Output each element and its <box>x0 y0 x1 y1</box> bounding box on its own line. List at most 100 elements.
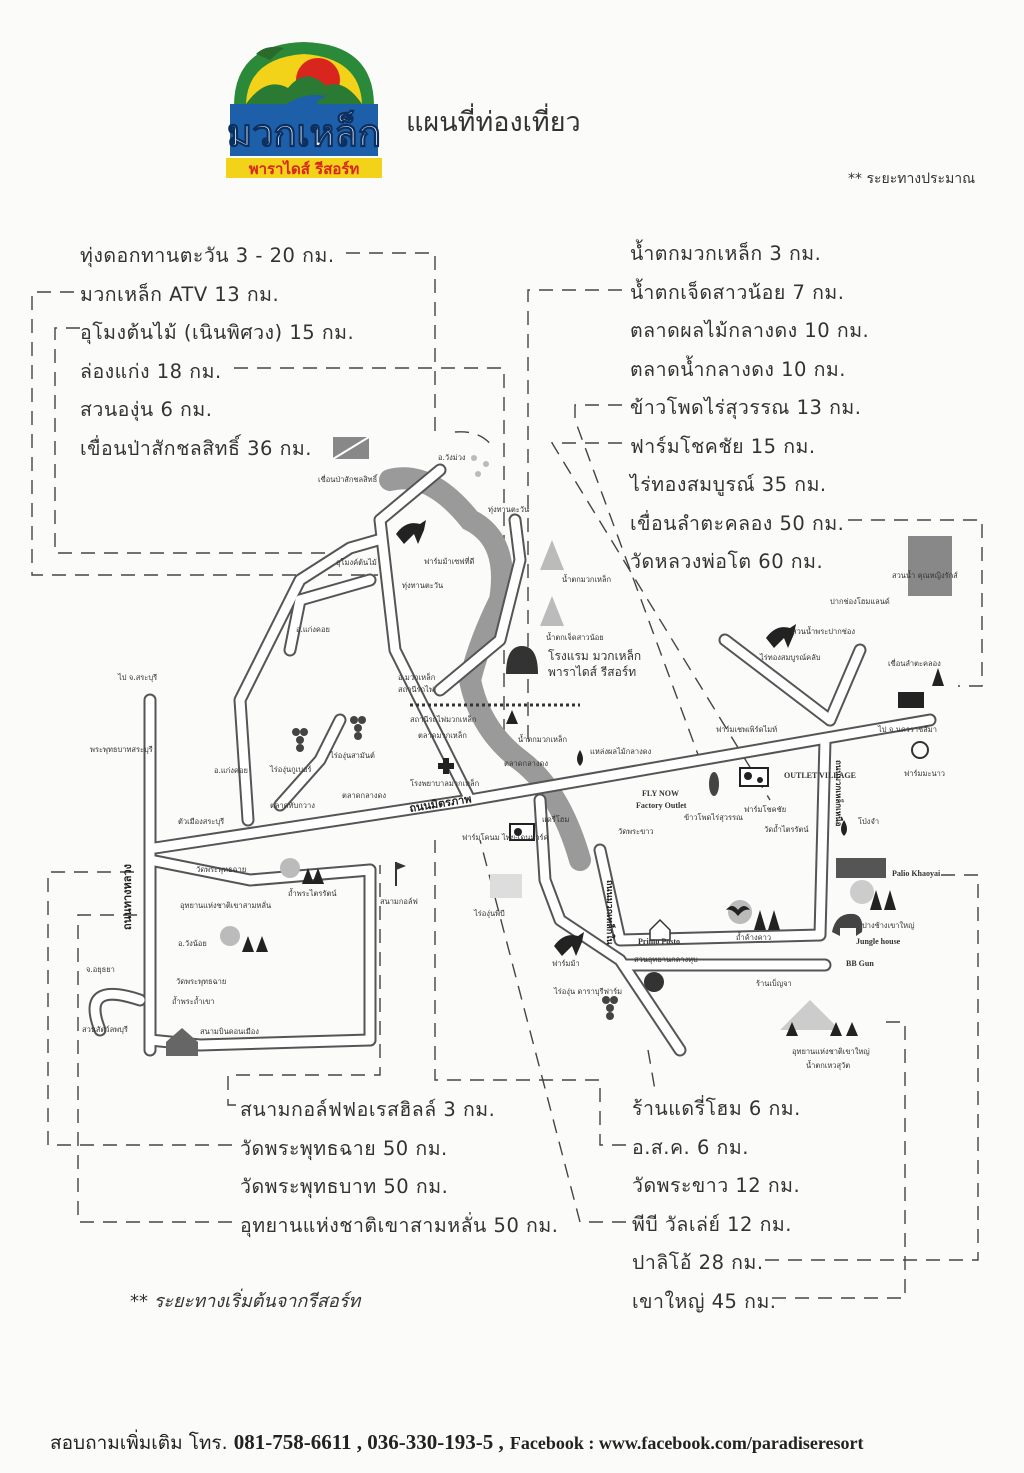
label-muaklek-station: สถานีรถไฟ <box>398 685 434 694</box>
label-pakchong-park: สวนน้ำพระปากช่อง <box>792 626 855 636</box>
grape-icon-2 <box>350 716 366 740</box>
label-kaeng-khoi-2: อ.แก่งคอย <box>214 766 248 775</box>
label-lam-ta-khong: เขื่อนลำตะคลอง <box>888 658 941 668</box>
resort-map-label-2: พาราไดส์ รีสอร์ท <box>548 665 636 679</box>
svg-text:มวกเหล็ก: มวกเหล็ก <box>227 110 381 155</box>
leader-lam-ta-khong <box>848 519 983 687</box>
destination-item: ปาลิโอ้ 28 กม. <box>632 1251 764 1274</box>
leader-lines <box>31 252 983 1299</box>
bat-icon <box>726 906 750 916</box>
label-chokchai-farm: ฟาร์มโชคชัย <box>744 805 786 814</box>
destination-item: เขาใหญ่ 45 กม. <box>632 1289 777 1313</box>
distance-start-note: ** ระยะทางเริ่มต้นจากรีสอร์ท <box>130 1291 361 1312</box>
destination-item: วัดพระขาว 12 กม. <box>632 1174 801 1197</box>
tree-cluster-icon-2 <box>220 926 268 952</box>
destination-item: เขื่อนลำตะคลอง 50 กม. <box>630 511 845 535</box>
label-grape-2: ไร่องุ่นสามันต์ <box>329 751 375 760</box>
grape-icon <box>292 728 308 752</box>
label-klang-dong: ตลาดกลางดง <box>342 791 386 800</box>
destination-item: อุโมงต้นไม้ (เนินพิศวง) 15 กม. <box>80 321 355 344</box>
label-kaeng-khoi: อ.แก่งคอย <box>296 625 330 634</box>
tree-cluster-icon-3 <box>728 900 780 930</box>
label-khao-yai-park: อุทยานแห่งชาติเขาใหญ่ <box>792 1047 870 1056</box>
label-tree-tunnel: อุโมงค์ต้นไม้ <box>336 558 377 567</box>
contact-phones: 081-758-6611 , 036-330-193-5 , <box>233 1430 504 1454</box>
label-sunflower-2: ทุ่งทานตะวัน <box>402 581 443 590</box>
tree-icon-2 <box>932 668 944 686</box>
label-tham-khangkhao: ถ้ำพระไตรรัตน์ <box>288 888 337 898</box>
mountain-icon-3 <box>780 1000 858 1036</box>
label-khao-samlan: อุทยานแห่งชาติเขาสามหลั่น <box>180 900 271 910</box>
destination-item: ตลาดน้ำกลางดง 10 กม. <box>630 357 846 381</box>
label-fruit-market: แหล่งผลไม้กลางดง <box>590 747 652 756</box>
resort-logo: มวกเหล็ก พาราไดส์ รีสอร์ท <box>226 36 382 180</box>
elephant-icon <box>832 913 863 936</box>
drop-icon-2 <box>841 820 847 836</box>
picnic-icon <box>898 692 924 708</box>
facebook-link[interactable]: Facebook : www.facebook.com/paradisereso… <box>509 1433 864 1453</box>
leader-phutthachai <box>47 871 232 1146</box>
leader-wangmuang <box>454 431 493 447</box>
palio-building-icon <box>836 858 886 878</box>
destination-item: มวกเหล็ก ATV 13 กม. <box>80 282 280 306</box>
label-bamboo-market: ตลาดทับกวาง <box>270 801 315 810</box>
label-outlet-village: OUTLET VILLAGE <box>784 771 856 780</box>
label-muaklek-district: อ.มวกเหล็ก <box>398 672 435 682</box>
rose-icon <box>644 972 664 992</box>
label-wang-muang: อ.วังม่วง <box>438 453 466 462</box>
resort-map-label-1: โรงแรม มวกเหล็ก <box>548 648 641 663</box>
map-place-labels: เขื่อนป่าสักชลสิทธิ์ อ.วังม่วง ทุ่งทานตะ… <box>82 453 958 1070</box>
horse-icon-2 <box>766 624 796 648</box>
corn-icon <box>709 772 719 796</box>
label-wang-yai: อ.วังน้อย <box>178 939 207 948</box>
label-sai-noi: โป่งจำ <box>858 817 879 826</box>
destination-item: เขื่อนป่าสักชลสิทธิ์ 36 กม. <box>80 436 312 460</box>
label-hospital: โรงพยาบาลมวกเหล็ก <box>410 778 479 788</box>
map-icons <box>166 436 952 1056</box>
destination-item: สนามกอล์ฟฟอเรสฮิลล์ 3 กม. <box>240 1098 496 1121</box>
road-muaklek-north: ถนนมวกเหล็กเหนือ <box>834 760 845 827</box>
label-ban-sabai: ร้านเบ็ญจา <box>756 978 792 988</box>
label-to-nakhonratchasima: ไป จ.นครราชสีมา <box>877 725 937 734</box>
label-bat-cave: ถ้ำค้างคาว <box>736 932 771 942</box>
distance-approx-note: ** ระยะทางประมาณ <box>848 171 976 187</box>
destination-item: วัดพระพุทธบาท 50 กม. <box>240 1175 449 1198</box>
leader-corn <box>574 404 701 761</box>
destinations-top-left: ทุ่งดอกทานตะวัน 3 - 20 กม. มวกเหล็ก ATV … <box>80 240 354 471</box>
destination-item: พีบี วัลเล่ย์ 12 กม. <box>632 1212 792 1236</box>
label-chan-lake: สนามบินดอนเมือง <box>200 1027 259 1036</box>
destinations-bottom-right: ร้านแดรี่โฮม 6 กม. อ.ส.ค. 6 กม. วัดพระขา… <box>632 1093 801 1324</box>
label-fly-now: FLY NOW <box>642 789 679 798</box>
resort-marker-icon <box>506 646 538 674</box>
destination-item: อ.ส.ค. 6 กม. <box>632 1135 749 1159</box>
destination-item: ล่องแก่ง 18 กม. <box>80 359 222 383</box>
pasak-river <box>379 467 591 871</box>
label-grape-farm: ไร่องุ่น ดาราบุรีฟาร์ม <box>553 987 622 996</box>
house-icon <box>649 918 671 941</box>
swirl-icon <box>911 741 929 759</box>
label-chet-sao: น้ำตกเจ็ดสาวน้อย <box>546 632 604 642</box>
label-factory-outlet: Factory Outlet <box>636 801 687 810</box>
label-to-saraburi: ไป จ.สระบุรี <box>117 673 157 682</box>
golf-flag-icon <box>395 862 406 886</box>
destination-item: ร้านแดรี่โฮม 6 กม. <box>632 1097 801 1120</box>
label-muaklek-waterfall: น้ำตกมวกเหล็ก <box>562 574 611 584</box>
tree-cluster-icon <box>280 858 324 884</box>
mountain-icon <box>540 540 564 570</box>
label-phra-khao: วัดพระขาว <box>618 827 654 836</box>
label-klang-dong-2: ตลาดกลางดง <box>504 759 548 768</box>
label-farm-thai-denmark: ฟาร์มโคนม ไทย-เดนมาร์ค <box>462 833 549 842</box>
leader-dairy <box>434 840 626 1146</box>
label-luangpho-to: สวนน้ำ คุณหญิงรักส์ <box>892 570 958 580</box>
label-swiss-sheep: ฟาร์มเชพเพิร์ดไมท์ <box>716 725 777 734</box>
cow-icon-2 <box>509 823 535 841</box>
label-jungle-house: Jungle house <box>856 937 901 946</box>
destination-item: น้ำตกเจ็ดสาวน้อย 7 กม. <box>630 280 845 304</box>
destination-item: วัดพระพุทธฉาย 50 กม. <box>240 1136 448 1160</box>
destination-item: ฟาร์มโชคชัย 15 กม. <box>630 434 816 458</box>
roads-fill <box>90 465 935 1055</box>
label-primo-posto: Primo Posto <box>638 937 680 946</box>
leader-khaoyai <box>772 1021 906 1299</box>
drop-icon <box>577 750 583 766</box>
